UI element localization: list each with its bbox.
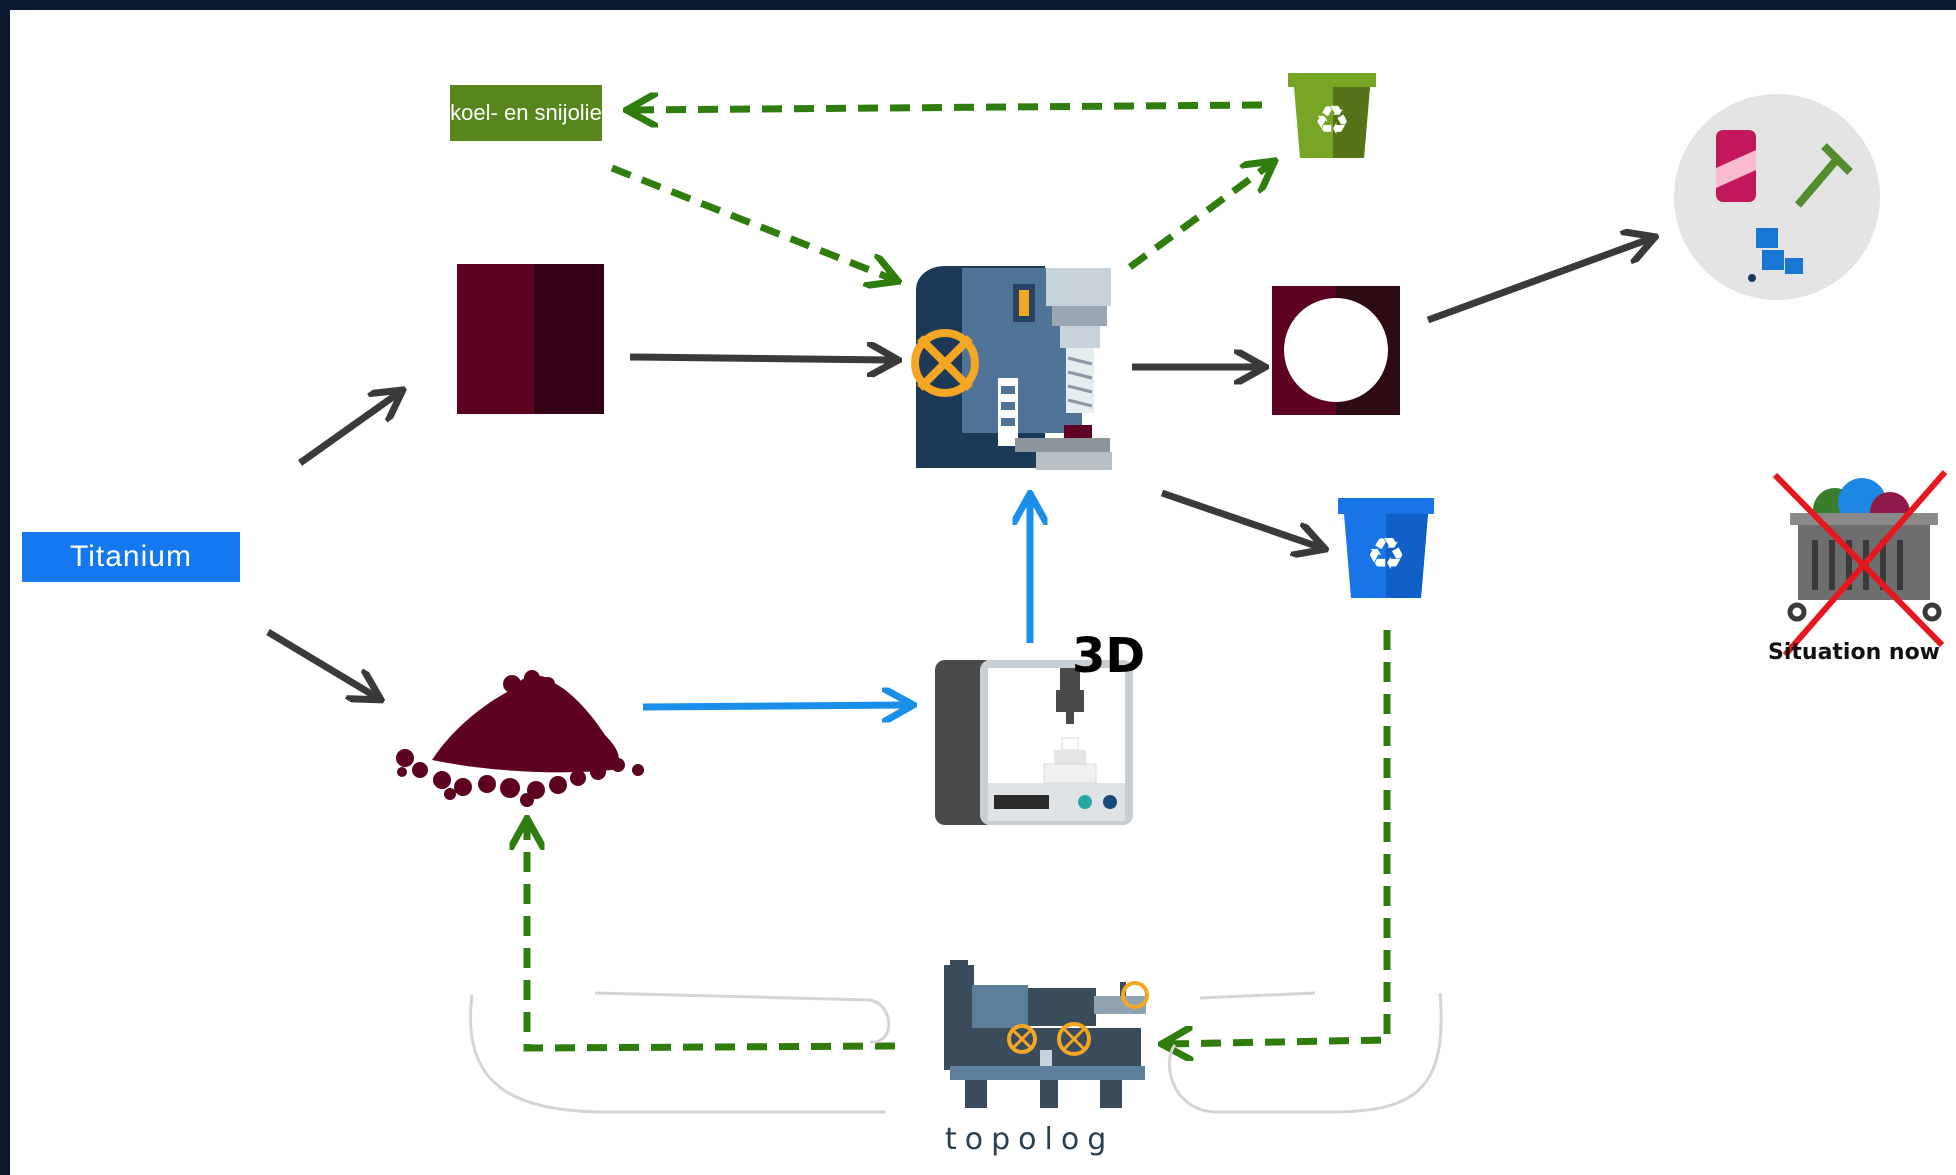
printer-3d-label: 3D: [1072, 628, 1146, 684]
pipe-icon: [1748, 228, 1803, 282]
arrow-blue-bin-to-lathe: [1165, 630, 1391, 1044]
lathe-machine-icon: [944, 960, 1149, 1108]
arrow-mill-to-blue-bin: [1160, 489, 1322, 548]
svg-text:♻: ♻: [1366, 529, 1405, 580]
arrow-bin-to-oil: [630, 105, 1263, 110]
canvas-background: [10, 10, 1956, 1175]
red-cross: [1772, 472, 1945, 648]
arrow-part-to-products: [1426, 238, 1652, 324]
svg-text:♻: ♻: [1314, 98, 1350, 144]
can-icon: [1716, 130, 1756, 202]
arrow-titanium-to-powder: [266, 628, 378, 698]
titanium-powder-icon: [396, 670, 644, 807]
arrow-powder-to-printer: [642, 705, 910, 707]
topolog-logo: topolog: [945, 1122, 1115, 1157]
green-dashed-arrows: [527, 105, 1391, 1052]
blue-recycle-bin-icon: ♻: [1338, 498, 1434, 598]
orange-wheel-icon: [911, 329, 979, 397]
arrow-titanium-to-block: [297, 392, 400, 466]
arrow-block-to-mill: [629, 357, 895, 360]
milling-machine-icon: [911, 266, 1112, 470]
machined-part-icon: [1272, 286, 1400, 415]
arrow-oil-to-mill: [610, 164, 895, 280]
products-circle-icon: [1674, 94, 1880, 300]
situation-now-label: Situation now: [1768, 640, 1941, 665]
loop-curves: [469, 991, 1443, 1114]
dumpster-crossed-icon: [1772, 470, 1948, 657]
nail-icon: [1794, 143, 1853, 208]
dark-arrows: [266, 238, 1652, 698]
titanium-label: Titanium: [22, 532, 240, 582]
arrow-mill-to-green-bin: [1127, 163, 1272, 270]
titanium-block-icon: [457, 264, 604, 414]
printer-3d-icon: [935, 660, 1133, 825]
cutting-oil-label: koel- en snijolie: [450, 85, 602, 141]
arrow-lathe-to-powder: [527, 822, 896, 1052]
blue-arrows: [642, 497, 1030, 707]
green-recycle-bin-icon: ♻: [1288, 73, 1376, 158]
